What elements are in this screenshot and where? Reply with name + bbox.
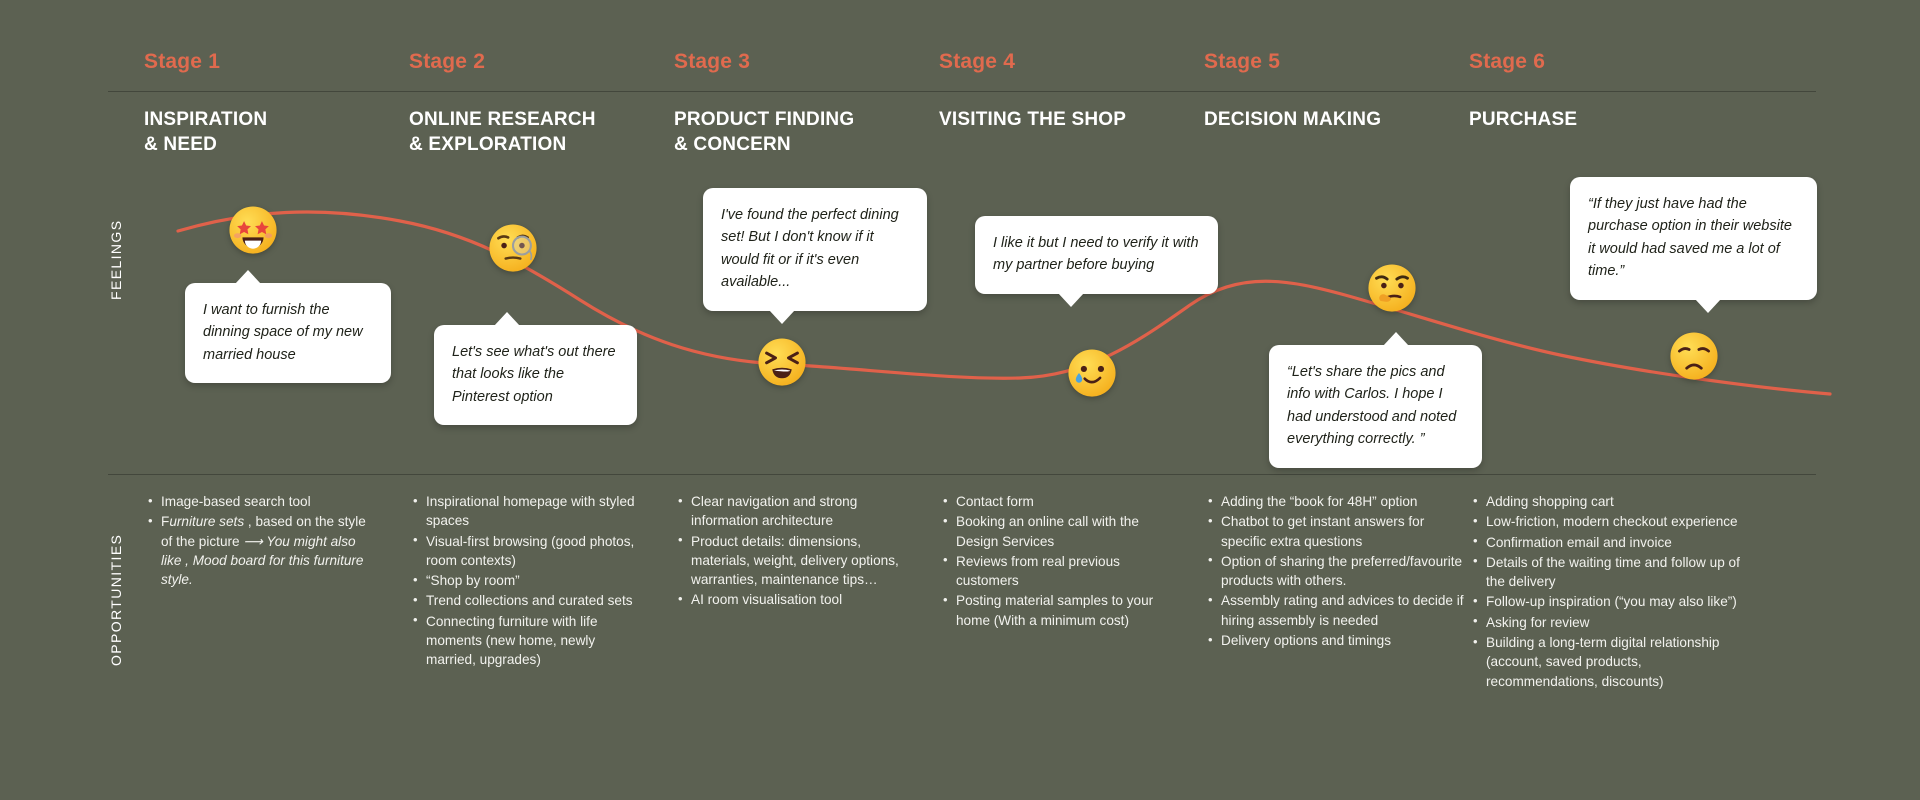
emoji-marker-stage-1 xyxy=(227,204,279,256)
list-item: Reviews from real previous customers xyxy=(943,551,1176,591)
quote-text-1: I want to furnish the dinning space of m… xyxy=(203,302,363,363)
quote-text-5: “Let's share the pics and info with Carl… xyxy=(1287,364,1457,448)
quote-text-2: Let's see what's out there that looks li… xyxy=(452,344,616,405)
quote-bubble-stage-1: I want to furnish the dinning space of m… xyxy=(185,270,391,384)
stage-column-4: Stage 4 VISITING THE SHOP Contact form B… xyxy=(903,0,1168,800)
emoji-marker-stage-6 xyxy=(1668,330,1720,382)
divider-middle xyxy=(108,474,1816,475)
list-item: Furniture sets , based on the style of t… xyxy=(148,512,376,589)
list-item: Adding the “book for 48H” option xyxy=(1208,491,1469,511)
stage-title-line1-1: INSPIRATION xyxy=(144,109,268,130)
list-item: Assembly rating and advices to decide if… xyxy=(1208,591,1469,630)
stage-title-line1-3: PRODUCT FINDING xyxy=(674,109,855,130)
star-struck-face-icon xyxy=(229,206,277,254)
list-item: Option of sharing the preferred/favourit… xyxy=(1208,551,1469,591)
bubble-tail xyxy=(235,270,261,284)
stage-number-2: Stage 2 xyxy=(409,50,486,73)
stage-title-6: PURCHASE xyxy=(1469,107,1719,132)
opportunities-list-1: Image-based search tool Furniture sets ,… xyxy=(144,491,376,590)
list-item: Confirmation email and invoice xyxy=(1473,532,1756,552)
stage-column-2: Stage 2 ONLINE RESEARCH & EXPLORATION In… xyxy=(373,0,638,800)
tired-confounded-face-icon xyxy=(758,338,806,386)
bubble-tail xyxy=(1383,332,1409,346)
list-item: Building a long-term digital relationshi… xyxy=(1473,633,1756,691)
quote-bubble-stage-5: “Let's share the pics and info with Carl… xyxy=(1269,332,1482,468)
quote-bubble-stage-6: “If they just have had the purchase opti… xyxy=(1570,177,1817,313)
stage-title-4: VISITING THE SHOP xyxy=(939,107,1189,132)
stage-column-6: Stage 6 PURCHASE Adding shopping cart Lo… xyxy=(1433,0,1740,800)
list-item: Chatbot to get instant answers for speci… xyxy=(1208,512,1469,551)
stage-title-1: INSPIRATION & NEED xyxy=(144,107,384,157)
stage-title-line1-2: ONLINE RESEARCH xyxy=(409,109,596,130)
stage-title-line1-6: PURCHASE xyxy=(1469,109,1578,130)
list-item: Booking an online call with the Design S… xyxy=(943,512,1176,551)
quote-bubble-stage-3: I've found the perfect dining set! But I… xyxy=(703,188,927,324)
list-item: Trend collections and curated sets xyxy=(413,591,644,610)
bubble-tail xyxy=(1058,292,1084,307)
bubble-tail xyxy=(769,309,795,324)
quote-text-4: I like it but I need to verify it with m… xyxy=(993,235,1199,274)
list-item: Contact form xyxy=(943,491,1176,511)
list-item: Visual-first browsing (good photos, room… xyxy=(413,531,644,571)
stage-title-line1-5: DECISION MAKING xyxy=(1204,109,1382,130)
emoji-marker-stage-3 xyxy=(756,336,808,388)
stage-columns: Stage 1 INSPIRATION & NEED Image-based s… xyxy=(108,0,1816,800)
list-item: Clear navigation and strong information … xyxy=(678,492,906,531)
list-item: Image-based search tool xyxy=(148,491,376,511)
opportunities-list-3: Clear navigation and strong information … xyxy=(674,492,906,611)
list-item: Details of the waiting time and follow u… xyxy=(1473,552,1756,592)
stage-number-3: Stage 3 xyxy=(674,50,751,73)
emoji-marker-stage-2 xyxy=(487,222,539,274)
stage-column-3: Stage 3 PRODUCT FINDING & CONCERN Clear … xyxy=(638,0,903,800)
stage-number-6: Stage 6 xyxy=(1469,50,1546,73)
quote-bubble-stage-4: I like it but I need to verify it with m… xyxy=(975,216,1218,307)
quote-text-6: “If they just have had the purchase opti… xyxy=(1588,196,1792,280)
disappointed-face-icon xyxy=(1670,332,1718,380)
opportunities-list-4: Contact form Booking an online call with… xyxy=(939,491,1176,631)
bubble-tail xyxy=(1695,298,1721,313)
list-item: Follow-up inspiration (“you may also lik… xyxy=(1473,592,1756,611)
stage-title-2: ONLINE RESEARCH & EXPLORATION xyxy=(409,107,659,157)
opportunities-list-6: Adding shopping cart Low-friction, moder… xyxy=(1469,491,1756,692)
list-item: Product details: dimensions, materials, … xyxy=(678,531,906,590)
stage-title-line2-2: & EXPLORATION xyxy=(409,134,567,156)
list-item: Inspirational homepage with styled space… xyxy=(413,492,644,531)
list-item: “Shop by room” xyxy=(413,571,644,590)
list-item: Adding shopping cart xyxy=(1473,491,1756,511)
stage-number-5: Stage 5 xyxy=(1204,50,1281,73)
smiling-face-with-tear-icon xyxy=(1068,349,1116,397)
opportunities-list-2: Inspirational homepage with styled space… xyxy=(409,492,644,671)
stage-number-1: Stage 1 xyxy=(144,50,221,73)
stage-column-5: Stage 5 DECISION MAKING Adding the “book… xyxy=(1168,0,1464,800)
stage-title-5: DECISION MAKING xyxy=(1204,107,1454,132)
emoji-marker-stage-4 xyxy=(1066,347,1118,399)
list-item: Connecting furniture with life moments (… xyxy=(413,611,644,670)
list-item: Low-friction, modern checkout experience xyxy=(1473,512,1756,531)
quote-text-3: I've found the perfect dining set! But I… xyxy=(721,207,899,291)
stage-title-line1-4: VISITING THE SHOP xyxy=(939,109,1127,130)
bubble-tail xyxy=(494,312,520,326)
stage-column-1: Stage 1 INSPIRATION & NEED Image-based s… xyxy=(108,0,373,800)
quote-bubble-stage-2: Let's see what's out there that looks li… xyxy=(434,312,637,426)
list-item: Posting material samples to your home (W… xyxy=(943,591,1176,630)
emoji-marker-stage-5 xyxy=(1366,262,1418,314)
face-with-monocle-icon xyxy=(489,224,537,272)
list-item: Asking for review xyxy=(1473,612,1756,632)
opportunities-list-5: Adding the “book for 48H” option Chatbot… xyxy=(1204,491,1469,651)
stage-number-4: Stage 4 xyxy=(939,50,1016,73)
list-item: Delivery options and timings xyxy=(1208,631,1469,650)
stage-title-line2-1: & NEED xyxy=(144,134,217,156)
divider-top xyxy=(108,91,1816,92)
thinking-face-icon xyxy=(1368,264,1416,312)
stage-title-3: PRODUCT FINDING & CONCERN xyxy=(674,107,924,157)
stage-title-line2-3: & CONCERN xyxy=(674,134,791,156)
list-item: AI room visualisation tool xyxy=(678,590,906,609)
